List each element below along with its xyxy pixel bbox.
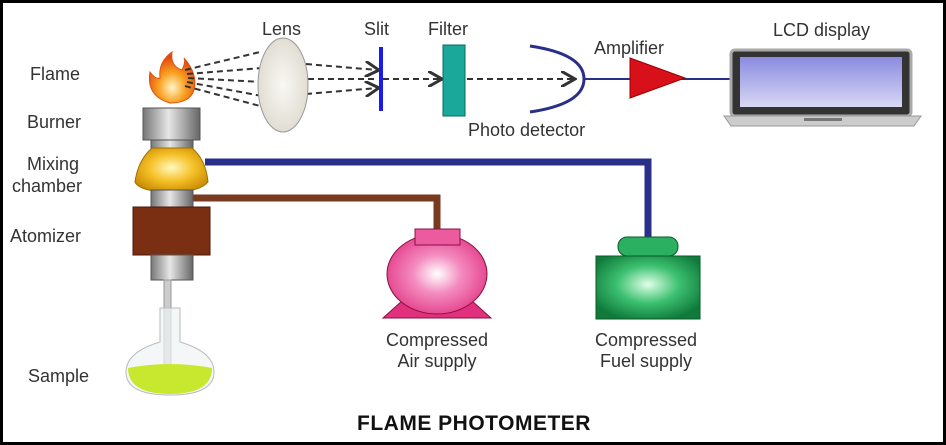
label-photo-detector: Photo detector <box>468 120 585 140</box>
label-lcd-display: LCD display <box>773 20 870 40</box>
diagram-title: FLAME PHOTOMETER <box>357 412 591 435</box>
amplifier <box>629 57 687 99</box>
air-pump <box>381 228 493 319</box>
label-sample: Sample <box>28 366 89 386</box>
fuel-tank <box>595 236 701 320</box>
label-air-supply-1: Compressed <box>386 330 488 350</box>
label-lens: Lens <box>262 19 301 39</box>
label-filter: Filter <box>428 19 468 39</box>
filter <box>442 44 466 117</box>
burner-assembly <box>125 50 215 396</box>
burner <box>142 107 201 141</box>
light-rays <box>184 51 573 107</box>
atomizer <box>132 206 211 256</box>
flame-icon <box>148 50 196 104</box>
label-burner: Burner <box>27 112 81 132</box>
lcd-display <box>723 48 922 127</box>
lens <box>257 37 309 133</box>
label-mixing-chamber-1: Mixing <box>27 154 79 174</box>
label-air-supply-2: Air supply <box>397 351 476 371</box>
label-fuel-supply-2: Fuel supply <box>600 351 692 371</box>
label-flame: Flame <box>30 64 80 84</box>
label-mixing-chamber-2: chamber <box>12 176 82 196</box>
label-slit: Slit <box>364 19 389 39</box>
air-pipe <box>193 194 441 232</box>
sample-liquid <box>128 364 212 394</box>
fuel-pipe <box>205 158 652 240</box>
label-atomizer: Atomizer <box>10 226 81 246</box>
label-amplifier: Amplifier <box>594 38 664 58</box>
label-fuel-supply-1: Compressed <box>595 330 697 350</box>
mixing-chamber <box>134 147 209 193</box>
